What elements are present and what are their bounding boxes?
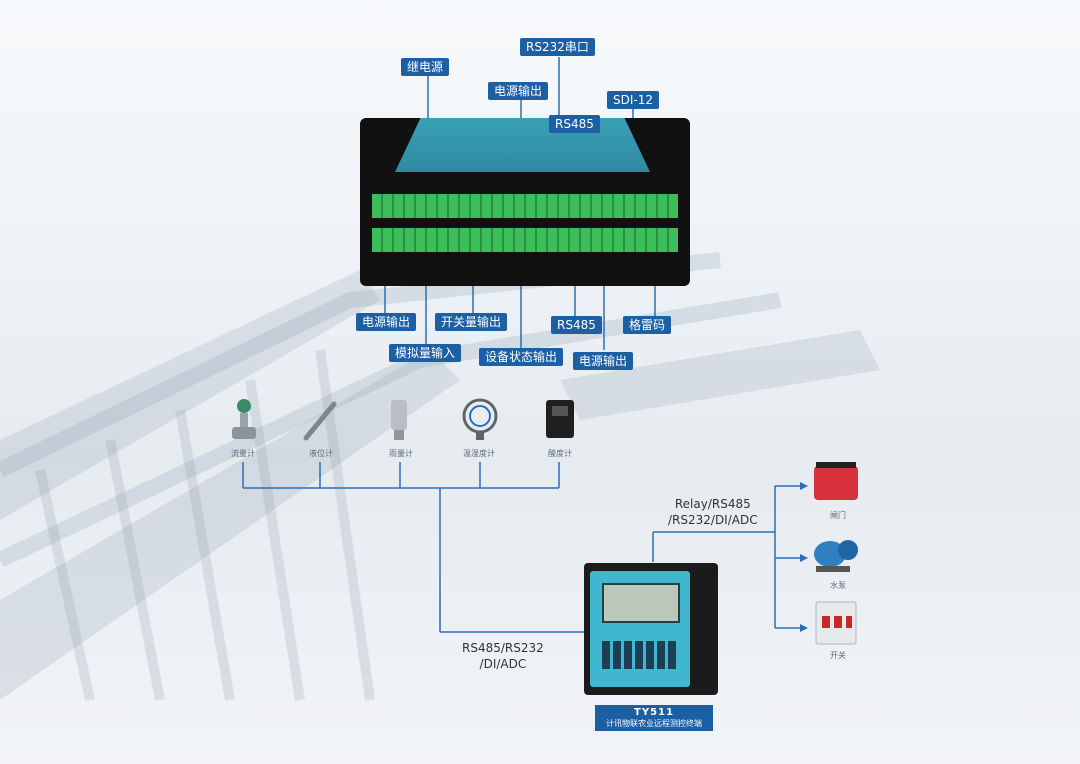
thermo-hygrometer-icon [462, 398, 498, 440]
actuator-label-pump: 水泵 [830, 581, 846, 590]
gate-valve-icon [814, 462, 858, 500]
label-rs485-top: RS485 [549, 115, 600, 133]
output-interfaces-text: Relay/RS485 /RS232/DI/ADC [668, 496, 758, 528]
terminal-block-top [372, 194, 678, 218]
controller-device [360, 118, 690, 286]
water-pump-icon [814, 540, 858, 572]
output-interfaces-line2: /RS232/DI/ADC [668, 513, 758, 527]
label-sdi12: SDI-12 [607, 91, 659, 109]
terminal-model: TY511 [634, 707, 674, 718]
rain-gauge-icon [391, 400, 407, 440]
circuit-breaker-icon [815, 601, 857, 645]
sensor-label-ph: 酸度计 [548, 449, 572, 458]
output-interfaces-line1: Relay/RS485 [674, 497, 751, 511]
label-analog-input: 模拟量输入 [389, 344, 462, 362]
flow-meter-icon [232, 399, 256, 439]
sensor-label-flow: 流量计 [231, 449, 255, 458]
monitoring-terminal [584, 563, 718, 695]
input-interfaces-text: RS485/RS232 /DI/ADC [462, 640, 544, 672]
actuator-label-gate: 闸门 [830, 511, 846, 520]
label-switch-output: 开关量输出 [435, 313, 508, 331]
label-device-status-output: 设备状态输出 [479, 348, 564, 366]
controller-lid [395, 118, 650, 172]
sensor-label-rain: 雨量计 [389, 449, 413, 458]
terminal-face [590, 571, 690, 687]
label-power-output-top: 电源输出 [488, 82, 549, 100]
terminal-keypad [602, 641, 678, 669]
label-rs232-serial: RS232串口 [520, 38, 595, 56]
label-rs485-bottom: RS485 [551, 316, 602, 334]
input-interfaces-line1: RS485/RS232 [462, 641, 544, 655]
terminal-caption: TY511 计讯物联农业远程测控终端 [595, 705, 713, 731]
ph-meter-icon [546, 400, 574, 438]
actuator-label-switch: 开关 [830, 651, 846, 660]
terminal-lcd-screen [602, 583, 680, 623]
terminal-block-bottom [372, 228, 678, 252]
label-power-output-left: 电源输出 [356, 313, 417, 331]
label-relay-power: 继电源 [401, 58, 450, 76]
terminal-subtitle: 计讯物联农业远程测控终端 [606, 719, 702, 728]
input-interfaces-line2: /DI/ADC [479, 657, 527, 671]
sensor-label-level: 液位计 [309, 449, 333, 458]
sensor-label-thermo-hygro: 温湿度计 [463, 449, 495, 458]
label-gray-code: 格雷码 [623, 316, 672, 334]
label-power-output-bottom: 电源输出 [573, 352, 634, 370]
level-gauge-icon [303, 401, 337, 441]
